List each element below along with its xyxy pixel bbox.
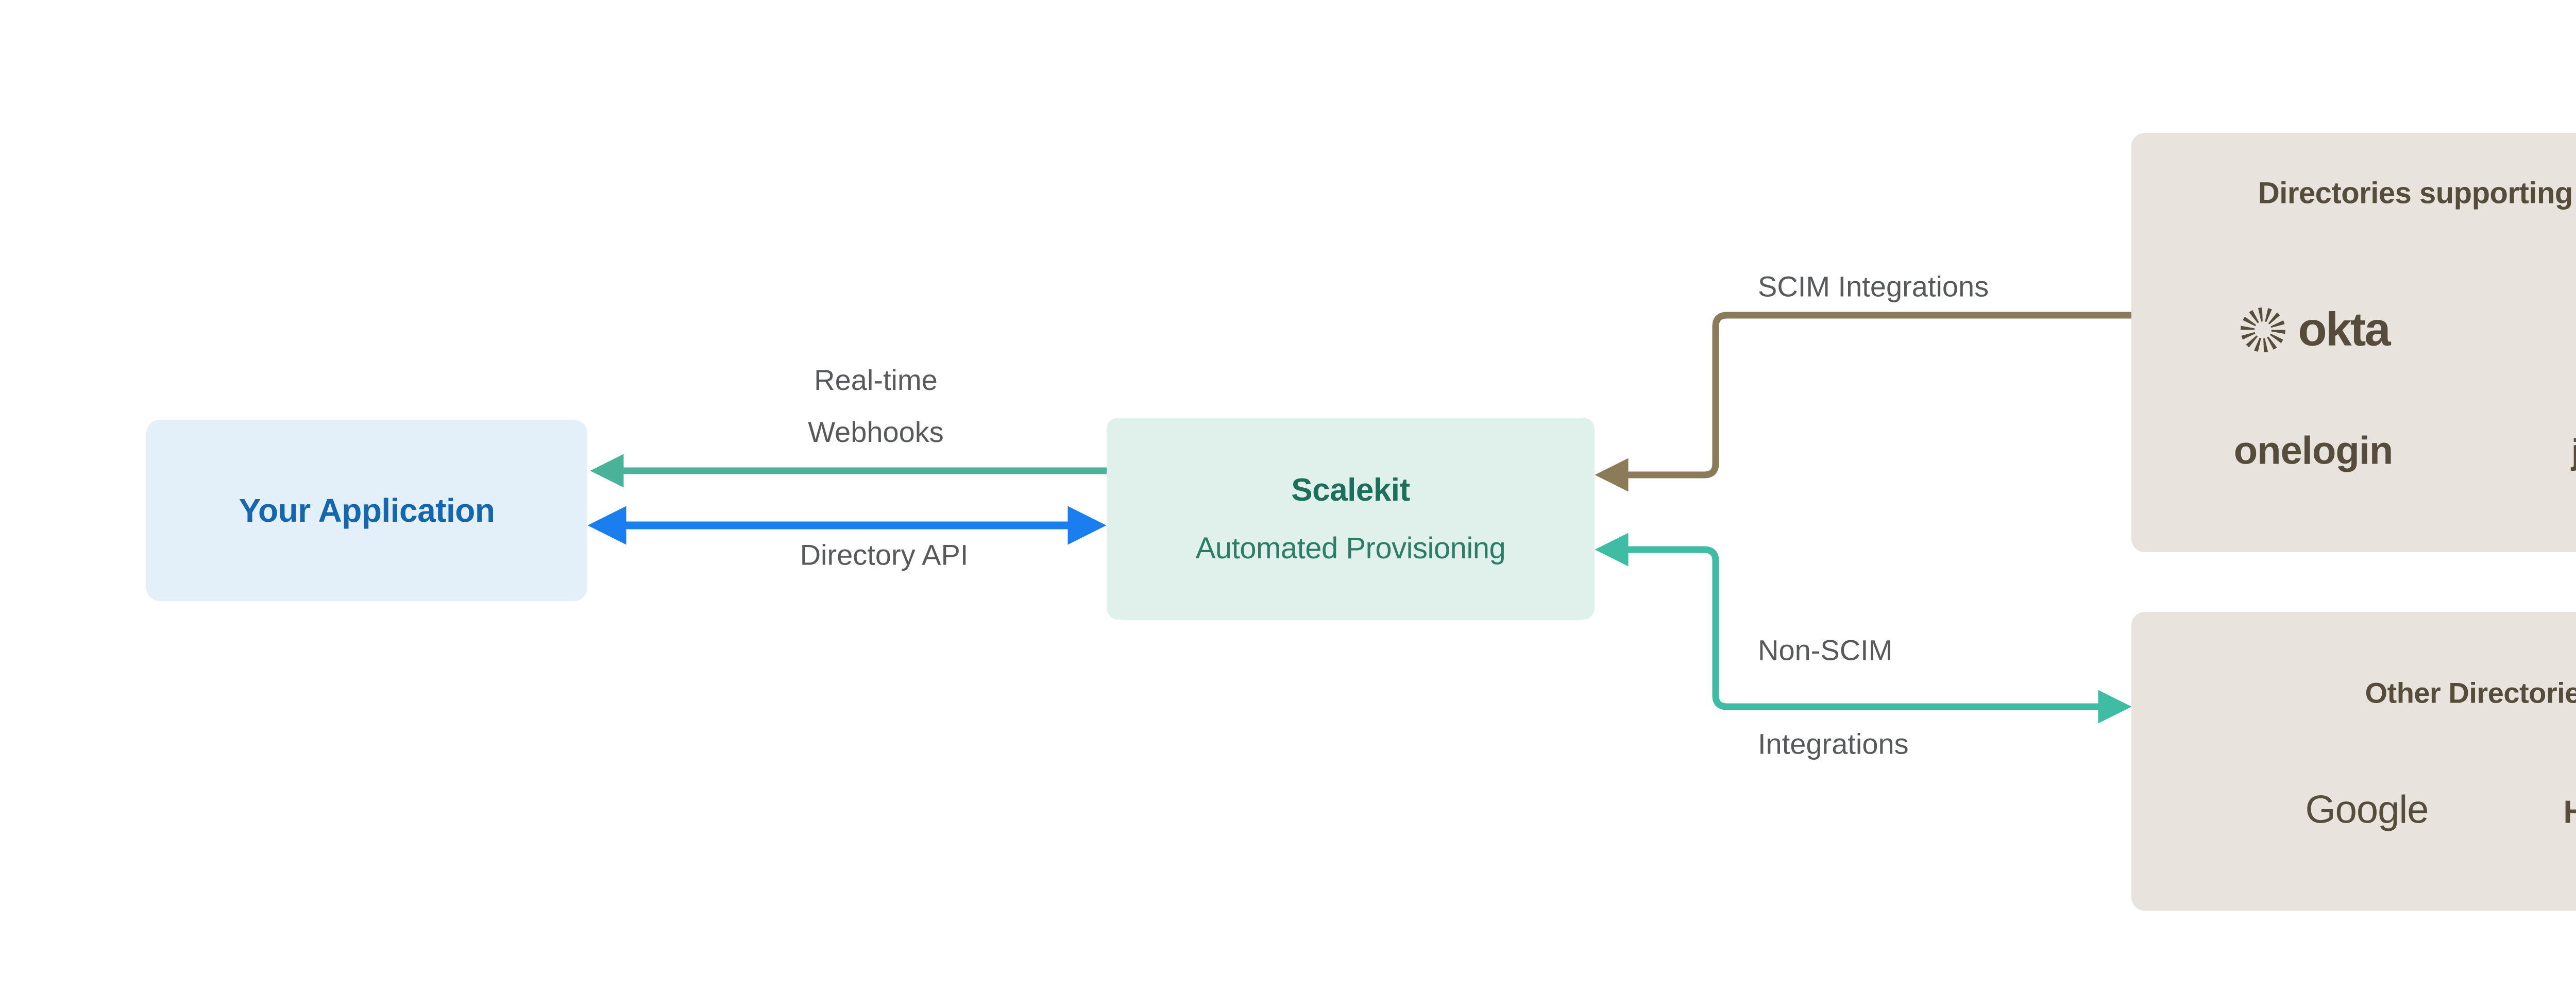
scalekit-node: Scalekit Automated Provisioning — [1107, 418, 1595, 620]
okta-aura-icon — [2240, 307, 2285, 352]
okta-logo: okta — [2237, 303, 2391, 357]
scim-integrations-edge-label: SCIM Integrations — [1758, 270, 1989, 303]
webhooks-edge-label: Real-time Webhooks — [808, 354, 944, 458]
scim-integrations-arrow — [1595, 312, 2131, 492]
webhooks-label-line1: Real-time — [814, 364, 938, 396]
other-directories-title: Other Directories — [2365, 676, 2576, 709]
scim-directories-node: Directories supporting SCIM 2.0 okta Azu… — [2131, 133, 2576, 552]
your-application-label: Your Application — [239, 492, 495, 529]
scalekit-title: Scalekit — [1291, 472, 1410, 508]
okta-logo-text: okta — [2298, 303, 2391, 356]
onelogin-logo-text: onelogin — [2233, 429, 2394, 473]
hrms-hris-logo-text: HRMS/HRIS — [2563, 794, 2576, 830]
google-logo-text: Google — [2305, 788, 2429, 832]
non-scim-label-line2: Integrations — [1758, 727, 1909, 760]
scim-directories-title: Directories supporting SCIM 2.0 — [2258, 176, 2576, 210]
hrms-hris-logo: HRMS/HRIS — [2564, 794, 2576, 831]
non-scim-arrow — [1595, 533, 2132, 724]
non-scim-label-line1: Non-SCIM — [1758, 634, 1893, 667]
directory-api-edge-label: Directory API — [800, 538, 969, 571]
scalekit-subtitle: Automated Provisioning — [1195, 532, 1506, 565]
google-logo: Google — [2305, 788, 2429, 832]
jumpcloud-logo: jumpcloud TM — [2571, 432, 2576, 472]
webhooks-label-line2: Webhooks — [808, 416, 944, 448]
onelogin-logo: onelogin — [2233, 429, 2394, 473]
other-directories-node: Other Directories Google HRMS/HRIS — [2131, 612, 2576, 911]
your-application-node: Your Application — [146, 420, 587, 601]
jumpcloud-logo-text: jumpcloud — [2571, 432, 2576, 472]
